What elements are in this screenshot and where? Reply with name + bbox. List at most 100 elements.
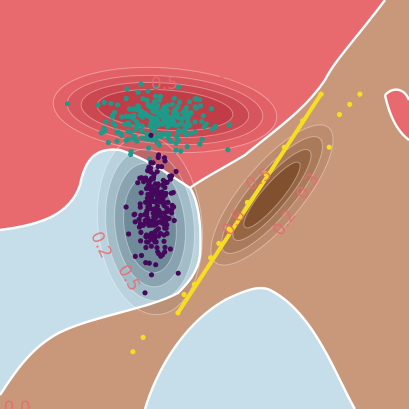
series-0-point: [171, 118, 177, 125]
series-0-point: [151, 129, 157, 135]
series-1-point: [138, 229, 144, 235]
series-0-point: [192, 129, 198, 135]
series-0-point: [145, 101, 151, 107]
series-0-point: [201, 124, 207, 130]
series-0-point: [152, 99, 158, 105]
series-0-point: [173, 122, 179, 128]
series-1-point: [140, 222, 146, 228]
series-0-point: [213, 123, 219, 129]
series-0-point: [110, 120, 116, 126]
series-1-point: [148, 132, 154, 138]
series-0-point: [133, 125, 139, 131]
series-0-point: [182, 107, 188, 114]
series-1-point: [162, 192, 168, 198]
series-0-point: [208, 106, 214, 112]
series-0-point: [149, 137, 155, 143]
series-2-point: [216, 240, 222, 246]
series-0-point: [64, 101, 70, 107]
series-0-point: [175, 84, 181, 90]
red-region: [0, 0, 385, 230]
series-0-point: [145, 88, 151, 94]
series-1-point: [137, 201, 143, 207]
scatter-points: [64, 81, 363, 355]
series-0-point: [192, 119, 198, 125]
series-1-point: [155, 194, 161, 200]
series-1-point: [175, 270, 181, 276]
series-1-point: [162, 249, 168, 255]
series-1-point: [145, 191, 151, 197]
series-2-point: [181, 291, 187, 298]
series-0-point: [128, 151, 134, 157]
series-0-point: [131, 136, 137, 142]
series-0-point: [149, 115, 155, 121]
series-1-point: [167, 246, 173, 252]
series-0-point: [175, 129, 181, 135]
series-0-point: [158, 108, 165, 114]
series-0-point: [110, 112, 116, 118]
series-1-point: [171, 217, 177, 224]
series-0-point: [200, 113, 206, 119]
series-0-point: [188, 130, 194, 136]
series-1-point: [164, 216, 170, 222]
series-1-point: [173, 168, 179, 175]
series-0-point: [139, 109, 145, 115]
series-0-point: [166, 116, 172, 122]
series-0-point: [127, 122, 133, 128]
series-1-point: [132, 219, 138, 225]
series-0-point: [123, 95, 129, 102]
series-0-point: [225, 147, 231, 153]
series-1-point: [148, 272, 155, 278]
series-1-point: [138, 252, 145, 259]
series-0-point: [124, 86, 130, 92]
series-0-point: [125, 128, 131, 134]
series-0-point: [176, 115, 182, 121]
series-1-point: [135, 180, 141, 186]
series-0-point: [186, 99, 193, 105]
series-0-point: [177, 99, 183, 105]
series-1-point: [157, 199, 163, 205]
series-1-point: [158, 253, 164, 259]
series-0-point: [173, 147, 179, 153]
series-1-point: [151, 207, 157, 213]
series-2-ridge-line: [175, 92, 324, 315]
series-0-point: [154, 117, 160, 123]
series-2-point: [357, 91, 363, 97]
series-2-point: [347, 101, 353, 107]
series-0-point: [184, 144, 190, 150]
series-1-point: [160, 177, 166, 183]
series-0-point: [178, 148, 184, 154]
series-1-point: [131, 212, 137, 218]
series-0-point: [108, 100, 114, 106]
boundary-bottom-blue: [143, 286, 356, 409]
series-0-point: [150, 105, 156, 111]
series-0-point: [135, 89, 141, 95]
boundary-blue-tan: [0, 187, 202, 396]
series-1-point: [151, 171, 157, 178]
series-1-point: [161, 203, 167, 209]
series-1-point: [144, 239, 150, 245]
contour-label: 0.0: [4, 398, 31, 409]
series-1-point: [138, 212, 144, 218]
series-0-point: [183, 123, 189, 129]
series-1-point: [146, 181, 152, 187]
series-0-point: [134, 106, 140, 113]
series-0-point: [115, 129, 121, 135]
series-1-point: [155, 249, 161, 255]
series-1-point: [171, 204, 177, 210]
series-0-point: [186, 112, 192, 118]
series-0-point: [198, 103, 204, 109]
series-1-point: [123, 204, 129, 210]
series-0-point: [163, 131, 169, 137]
series-0-point: [124, 113, 130, 119]
series-1-point: [143, 185, 150, 192]
series-1-point: [162, 158, 168, 164]
series-1-point: [168, 176, 174, 182]
series-0-point: [183, 132, 189, 138]
series-1-point: [139, 175, 145, 181]
series-1-point: [161, 238, 167, 244]
series-1-point: [145, 204, 151, 210]
boundary-red-tan: [189, 0, 386, 189]
series-0-point: [126, 136, 132, 142]
series-0-point: [197, 141, 203, 147]
